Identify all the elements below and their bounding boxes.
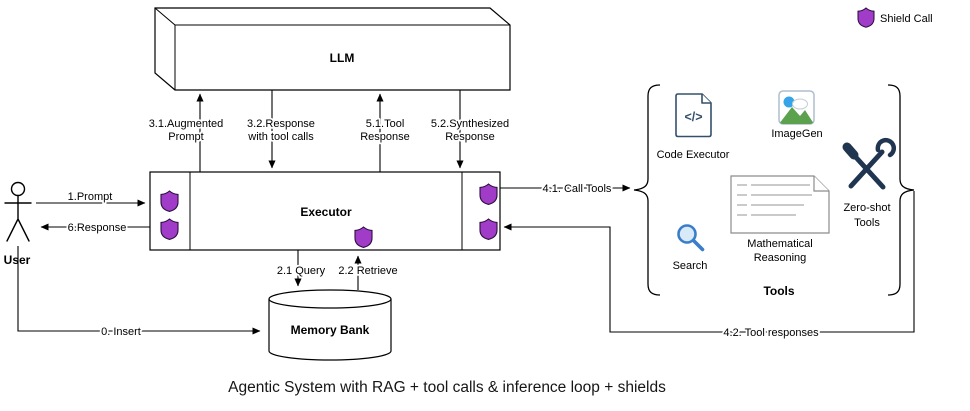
math-reasoning-label-1: Mathematical: [747, 238, 812, 250]
search-icon: [677, 224, 697, 244]
code-executor-label: Code Executor: [657, 149, 730, 161]
shield-icon: [160, 190, 179, 212]
crossed-tools-wrench-head: [875, 137, 896, 158]
edge-label-synth-1: 5.2.Synthesized: [431, 118, 509, 130]
edge-label-retrieve: 2.2 Retrieve: [338, 265, 397, 277]
edge-label-augmented-1: 3.1.Augmented: [149, 118, 224, 130]
zero-shot-label-1: Zero-shot: [843, 202, 890, 214]
zero-shot-label-2: Tools: [854, 217, 880, 229]
code-executor-tool: </> Code Executor: [657, 93, 730, 161]
code-glyph: </>: [684, 110, 702, 124]
imagegen-hills: [779, 107, 814, 124]
tools-group-label: Tools: [763, 284, 794, 298]
memory-edges: 2.1 Query 2.2 Retrieve: [275, 250, 399, 290]
user-label: User: [4, 253, 31, 267]
edge-label-prompt: 1.Prompt: [68, 191, 113, 203]
executor-box: [149, 171, 501, 251]
edge-label-tool-responses: 4.2. Tool responses: [723, 327, 819, 339]
memory-bank-body: [268, 299, 392, 361]
search-label: Search: [673, 260, 708, 272]
llm-label: LLM: [330, 51, 355, 65]
memory-bank-node: Memory Bank: [268, 289, 392, 361]
memory-bank-label: Memory Bank: [291, 323, 370, 337]
tools-left-brace: [633, 84, 661, 296]
math-document-fold: [813, 176, 829, 192]
imagegen-cloud: [792, 98, 808, 110]
edge-tool-responses: [503, 191, 915, 333]
imagegen-label: ImageGen: [771, 128, 822, 140]
legend-shield-label: Shield Call: [880, 13, 933, 25]
crossed-tools-wrench-shaft: [848, 149, 885, 189]
math-reasoning-tool: Mathematical Reasoning: [730, 175, 830, 264]
shield-icon: [354, 226, 373, 248]
shield-icon: [479, 218, 498, 240]
llm-executor-edges: 3.1.Augmented Prompt 3.2.Response with t…: [147, 90, 511, 172]
edge-label-call-tools: 4.1. Call Tools: [543, 183, 612, 195]
edge-label-toolresp-2: Response: [360, 131, 410, 143]
executor-node: Executor: [149, 171, 501, 251]
tools-right-brace: [887, 84, 915, 296]
diagram-title: Agentic System with RAG + tool calls & i…: [228, 379, 666, 396]
crossed-tools-handle: [842, 142, 859, 160]
shield-icon: [479, 183, 498, 205]
llm-cube-outline: [154, 7, 511, 91]
edge-insert: [17, 246, 261, 335]
shield-icon: [857, 7, 875, 28]
edge-label-query: 2.1 Query: [277, 265, 326, 277]
code-file-icon: [675, 93, 712, 138]
llm-cube-edges: [154, 7, 510, 90]
executor-label: Executor: [300, 205, 352, 219]
edge-label-augmented-2: Prompt: [168, 131, 203, 143]
zero-shot-tool: Zero-shot Tools: [842, 137, 896, 229]
llm-node: LLM: [154, 7, 511, 91]
user-edges: 1.Prompt 6.Response 0. Insert: [17, 189, 261, 340]
search-icon-handle: [691, 238, 705, 252]
user-body: [4, 194, 32, 242]
math-reasoning-label-2: Reasoning: [754, 252, 807, 264]
legend: Shield Call: [857, 7, 933, 28]
search-tool: Search: [673, 224, 708, 272]
code-file-fold: [701, 94, 711, 104]
user-figure: User: [4, 181, 32, 267]
edge-label-toolcalls-1: 3.2.Response: [247, 118, 315, 130]
imagegen-sun: [783, 96, 795, 108]
executor-dividers: [189, 172, 463, 250]
tools-edges: 4.1. Call Tools 4.2. Tool responses: [500, 181, 915, 341]
edge-label-insert: 0. Insert: [101, 326, 141, 338]
shield-icon: [160, 218, 179, 240]
tools-group: </> Code Executor ImageGen Search: [633, 84, 915, 298]
edge-label-synth-2: Response: [445, 131, 495, 143]
edge-label-response: 6.Response: [68, 222, 127, 234]
memory-bank-top: [268, 289, 392, 309]
edge-label-toolcalls-2: with tool calls: [247, 131, 314, 143]
edge-label-toolresp-1: 5.1.Tool: [366, 118, 405, 130]
imagegen-tool: ImageGen: [771, 90, 823, 140]
